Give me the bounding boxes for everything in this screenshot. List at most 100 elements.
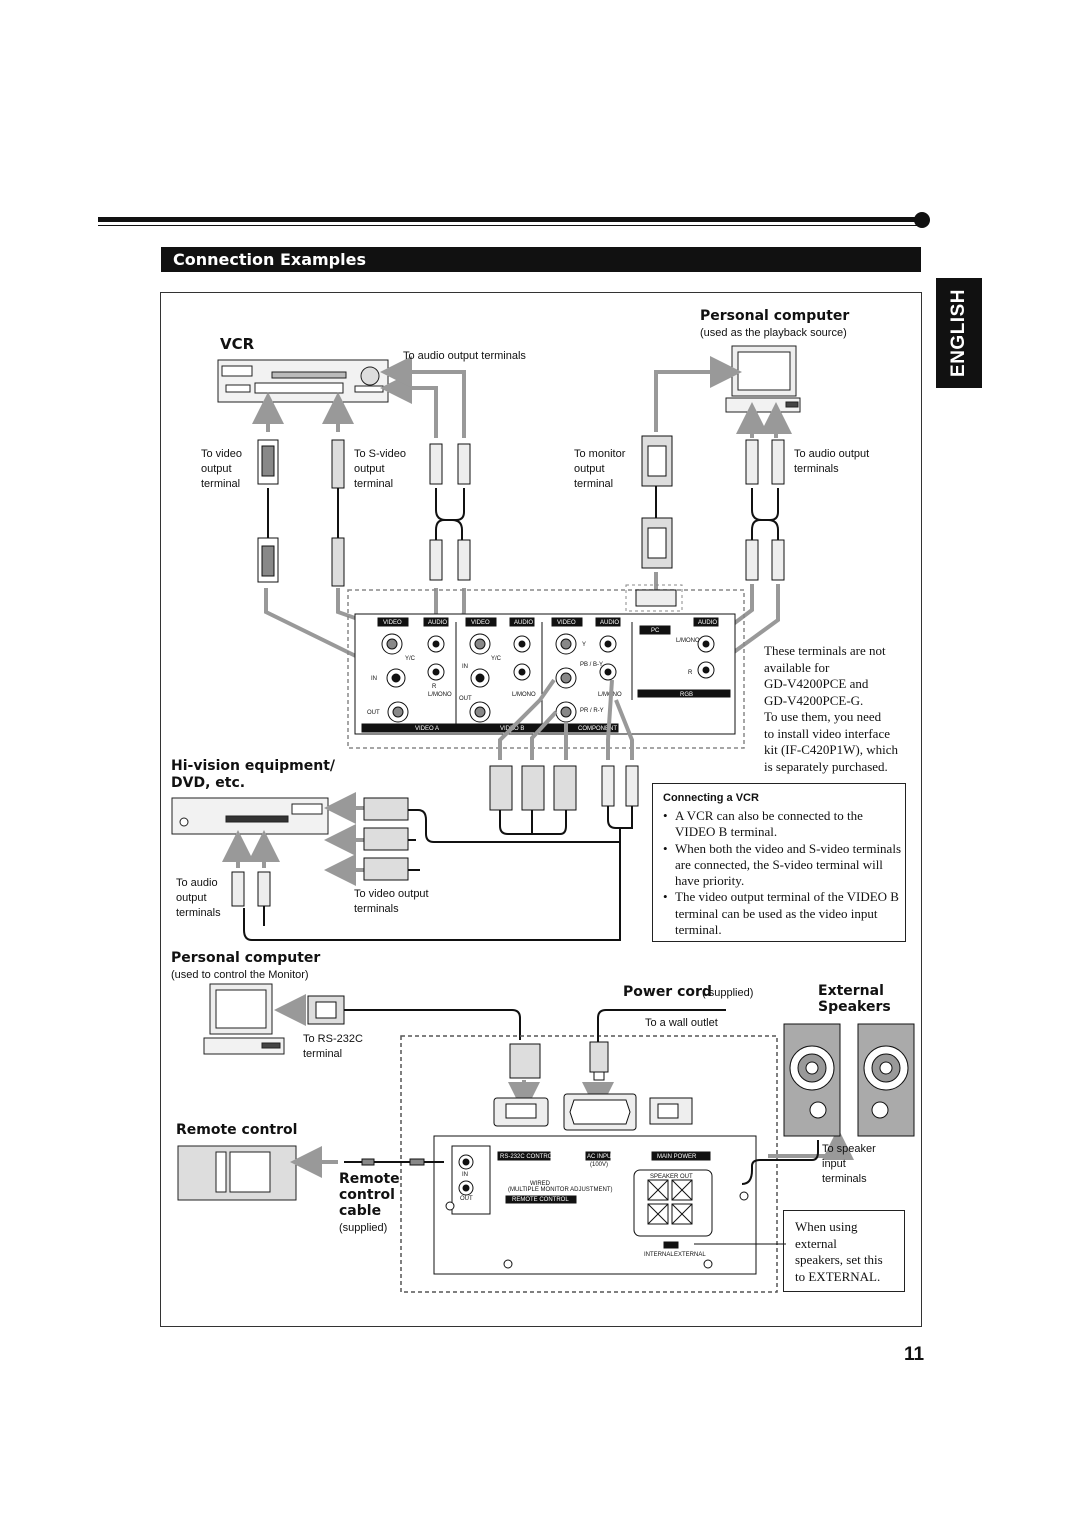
lower-plugs bbox=[509, 1041, 609, 1081]
hivision-audio-output-label: To audio output terminals bbox=[176, 877, 221, 919]
header-rule-thin bbox=[98, 225, 924, 226]
optional-area bbox=[347, 589, 745, 749]
pc-control-subtitle: (used to control the Monitor) bbox=[171, 969, 309, 981]
pc-playback-device bbox=[725, 345, 801, 413]
svg-text:R: R bbox=[688, 670, 693, 676]
hivision-title-line2: DVD, etc. bbox=[171, 775, 246, 791]
dvd-plugs bbox=[231, 765, 639, 907]
svg-text:VIDEO: VIDEO bbox=[557, 620, 576, 626]
svg-text:AUDIO: AUDIO bbox=[514, 620, 533, 626]
remote-cable-line3: cable bbox=[339, 1203, 382, 1219]
component-routes bbox=[498, 678, 634, 760]
svg-text:AUDIO: AUDIO bbox=[428, 620, 447, 626]
remote-control-device bbox=[177, 1145, 297, 1201]
connecting-vcr-list: A VCR can also be connected to the VIDEO… bbox=[659, 808, 903, 938]
svg-text:VIDEO: VIDEO bbox=[471, 620, 490, 626]
svg-text:REMOTE CONTROL: REMOTE CONTROL bbox=[512, 1197, 569, 1203]
svg-text:MAIN POWER: MAIN POWER bbox=[657, 1154, 697, 1160]
svg-text:Y: Y bbox=[582, 642, 586, 648]
svg-text:AUDIO: AUDIO bbox=[600, 620, 619, 626]
dvd-cables bbox=[243, 806, 633, 941]
rs232c-label: To RS-232C terminal bbox=[303, 1033, 363, 1060]
language-tab: ENGLISH bbox=[936, 278, 982, 388]
vcr-cables bbox=[267, 484, 779, 540]
pc-control-title: Personal computer bbox=[171, 950, 321, 966]
wall-outlet-label: To a wall outlet bbox=[645, 1017, 718, 1029]
vcr-device bbox=[217, 359, 389, 403]
port-closeups bbox=[493, 1093, 693, 1131]
remote-cable-line1: Remote bbox=[339, 1171, 400, 1187]
svg-text:AUDIO: AUDIO bbox=[698, 620, 717, 626]
vcr-audio-output-label: To audio output terminals bbox=[403, 350, 526, 362]
pc-audio-output-label: To audio output terminals bbox=[794, 448, 870, 475]
vcr-video-output-label: To video output terminal bbox=[201, 448, 242, 490]
pc-playback-subtitle: (used as the playback source) bbox=[700, 327, 847, 339]
svg-text:(100V): (100V) bbox=[590, 1162, 608, 1168]
page-number: 11 bbox=[904, 1344, 925, 1365]
vcr-svideo-output-label: To S-video output terminal bbox=[354, 448, 406, 490]
external-speakers-title-line1: External bbox=[818, 983, 884, 999]
plugs bbox=[257, 435, 785, 587]
lower-dashed-area bbox=[400, 1035, 778, 1293]
svg-text:IN: IN bbox=[462, 1172, 468, 1178]
svg-text:OUT: OUT bbox=[460, 1196, 473, 1202]
connecting-vcr-box: Connecting a VCR A VCR can also be conne… bbox=[652, 783, 906, 942]
vcr-arrows bbox=[252, 356, 792, 438]
rear-panel-text: RS-232C CONTROL AC INPUT MAIN POWER REMO… bbox=[500, 1154, 697, 1203]
pc-control-device bbox=[203, 983, 285, 1055]
pc-monitor-output-label: To monitor output terminal bbox=[574, 448, 626, 490]
pc-dsub-port bbox=[635, 589, 677, 607]
monitor-rear-panel bbox=[433, 1135, 757, 1275]
connecting-vcr-bullet: A VCR can also be connected to the VIDEO… bbox=[659, 808, 903, 841]
header-rule bbox=[98, 217, 924, 222]
svg-text:Y/C: Y/C bbox=[491, 656, 502, 662]
remote-control-title: Remote control bbox=[176, 1122, 298, 1138]
svg-text:INTERNAL: INTERNAL bbox=[644, 1252, 674, 1258]
svg-text:OUT: OUT bbox=[367, 710, 380, 716]
svg-text:SPEAKER OUT: SPEAKER OUT bbox=[650, 1174, 693, 1180]
svg-text:L/MONO: L/MONO bbox=[676, 638, 700, 644]
diagram-frame bbox=[160, 292, 922, 1327]
svg-text:IN: IN bbox=[462, 664, 468, 670]
terminal-panel bbox=[354, 613, 736, 735]
hivision-video-output-label: To video output terminals bbox=[354, 888, 429, 915]
svg-text:VIDEO A: VIDEO A bbox=[415, 726, 439, 732]
svg-text:(MULTIPLE MONITOR ADJUSTMENT): (MULTIPLE MONITOR ADJUSTMENT) bbox=[508, 1187, 612, 1193]
connecting-vcr-title: Connecting a VCR bbox=[663, 792, 759, 804]
svg-text:VIDEO: VIDEO bbox=[383, 620, 402, 626]
rear-panel-text-dark: (100V) WIRED (MULTIPLE MONITOR ADJUSTMEN… bbox=[460, 1162, 706, 1258]
svg-text:PB / B-Y: PB / B-Y bbox=[580, 662, 603, 668]
external-speakers-device bbox=[783, 1023, 915, 1137]
svg-text:Y/C: Y/C bbox=[405, 656, 416, 662]
svg-text:COMPONENT: COMPONENT bbox=[578, 726, 617, 732]
hivision-title-line1: Hi-vision equipment/ bbox=[171, 758, 336, 774]
remote-cable-supplied: (supplied) bbox=[339, 1222, 388, 1234]
dvd-device bbox=[171, 797, 329, 835]
svg-text:WIRED: WIRED bbox=[530, 1181, 551, 1187]
svg-text:EXTERNAL: EXTERNAL bbox=[674, 1252, 706, 1258]
remote-cable-line2: control bbox=[339, 1187, 395, 1203]
svg-text:RS-232C CONTROL: RS-232C CONTROL bbox=[500, 1154, 556, 1160]
when-using-box: When using external speakers, set this t… bbox=[783, 1210, 905, 1292]
svg-text:R: R bbox=[432, 684, 437, 690]
svg-text:PC: PC bbox=[651, 628, 660, 634]
svg-text:L/MONO: L/MONO bbox=[428, 692, 452, 698]
rs232c-plug bbox=[307, 995, 345, 1025]
svg-text:AC INPUT: AC INPUT bbox=[587, 1154, 615, 1160]
svg-text:IN: IN bbox=[371, 676, 377, 682]
section-title: Connection Examples bbox=[161, 247, 921, 272]
svg-text:RGB: RGB bbox=[680, 692, 693, 698]
pc-playback-title: Personal computer bbox=[700, 308, 850, 324]
power-cord-title: Power cord bbox=[623, 984, 712, 1000]
power-cord-supplied: ( supplied) bbox=[702, 987, 754, 999]
dvd-arrows bbox=[222, 792, 364, 886]
when-using-text: When using external speakers, set this t… bbox=[795, 1219, 883, 1284]
not-available-note: These terminals are not available for GD… bbox=[764, 643, 898, 774]
connecting-vcr-bullet: When both the video and S-video terminal… bbox=[659, 841, 903, 890]
svg-text:L/MONO: L/MONO bbox=[512, 692, 536, 698]
external-speakers-title-line2: Speakers bbox=[818, 999, 891, 1015]
svg-text:PR / R-Y: PR / R-Y bbox=[580, 708, 604, 714]
svg-text:OUT: OUT bbox=[459, 696, 472, 702]
speaker-input-label: To speaker input terminals bbox=[822, 1143, 876, 1185]
